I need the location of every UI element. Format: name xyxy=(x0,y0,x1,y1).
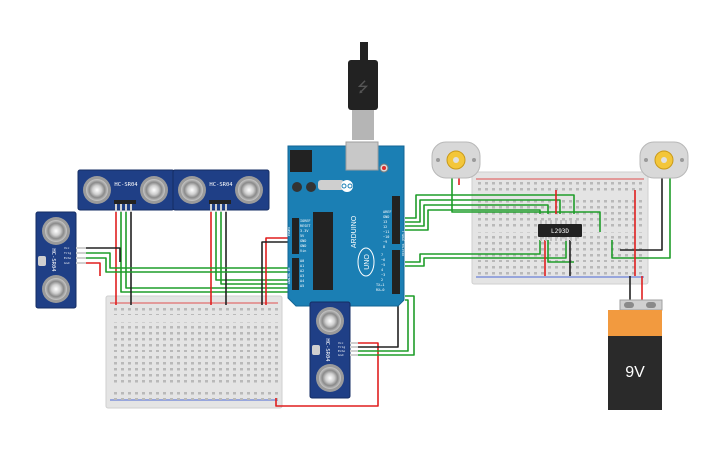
pin-label-vcc: Vcc xyxy=(64,246,70,250)
header-label-gnd: GND xyxy=(383,215,389,219)
header-label-8: 8 xyxy=(383,245,385,249)
motor-shaft-icon xyxy=(661,157,667,163)
header-label-12: 12 xyxy=(383,225,387,229)
pin-label-gnd: Gnd xyxy=(338,353,344,357)
header-label-rx: RX←0 xyxy=(376,288,384,292)
sensor-model-label: HC-SR04 xyxy=(114,182,138,188)
ultrasonic-sensor-3[interactable]: HC-SR04 Vcc Trig Echo Gnd xyxy=(35,211,86,309)
side-label-power: POWER xyxy=(287,227,291,236)
arduino-uno-board[interactable]: UNO ARDUINO AREF GND 13 12 ~11 ~10 ~9 8 … xyxy=(287,141,405,307)
ultrasonic-sensor-1[interactable]: HC-SR04 xyxy=(77,169,175,212)
analog-label-a0: A0 xyxy=(300,259,304,263)
ultrasonic-sensor-4[interactable]: HC-SR04 Vcc Trig Echo Gnd xyxy=(309,301,358,399)
power-label-vin: Vin xyxy=(300,249,306,253)
sensor-model-label: HC-SR04 xyxy=(209,182,233,188)
wires xyxy=(86,178,671,407)
power-label-ioref: IOREF xyxy=(300,219,311,223)
pin-label-gnd: Gnd xyxy=(64,261,70,265)
pin-label-vcc: Vcc xyxy=(338,341,344,345)
motor-shaft-icon xyxy=(453,157,459,163)
side-label-analog: ANALOG IN xyxy=(287,268,291,284)
arduino-brand-text: ARDUINO xyxy=(351,215,358,248)
ultrasonic-sensor-2[interactable]: HC-SR04 xyxy=(172,169,270,212)
dc-motor-right[interactable] xyxy=(639,141,689,179)
power-label-5v: 5V xyxy=(300,234,305,238)
header-label-3: ~3 xyxy=(381,273,385,277)
pin-label-trig: Trig xyxy=(338,345,345,349)
power-label-3v3: 3.3V xyxy=(300,229,309,233)
arduino-logo-icon xyxy=(341,180,353,192)
analog-label-a2: A2 xyxy=(300,269,304,273)
header-label-2: 2 xyxy=(381,278,383,282)
header-label-6: ~6 xyxy=(381,258,385,262)
pin-label-trig: Trig xyxy=(64,251,71,255)
chip-label: L293D xyxy=(551,228,569,235)
power-label-gnd1: GND xyxy=(300,239,306,243)
analog-label-a4: A4 xyxy=(300,279,304,283)
power-label-gnd2: GND xyxy=(300,244,306,248)
power-label-reset: RESET xyxy=(300,224,311,228)
atmega-chip xyxy=(313,212,333,290)
sensor-model-label: HC-SR04 xyxy=(324,338,330,362)
pin-label-echo: Echo xyxy=(64,256,71,260)
analog-label-a3: A3 xyxy=(300,274,304,278)
header-label-10: ~10 xyxy=(383,235,389,239)
header-label-11: ~11 xyxy=(383,230,389,234)
header-label-tx: TX→1 xyxy=(376,283,384,287)
power-jack xyxy=(290,150,312,172)
header-label-7: 7 xyxy=(381,253,383,257)
battery-9v[interactable]: 9V xyxy=(608,299,663,410)
usb-icon: ⭍ xyxy=(357,79,369,95)
usb-cable: ⭍ xyxy=(348,42,378,140)
pin-label-echo: Echo xyxy=(338,349,345,353)
usb-port xyxy=(345,141,379,171)
side-label-digital: DIGITAL (PWM~) xyxy=(401,231,405,256)
battery-label: 9V xyxy=(625,364,645,381)
analog-label-a1: A1 xyxy=(300,264,304,268)
header-label-13: 13 xyxy=(383,220,387,224)
header-label-5: ~5 xyxy=(381,263,385,267)
analog-label-a5: A5 xyxy=(300,284,304,288)
dc-motor-left[interactable] xyxy=(431,141,481,179)
sensor-model-label: HC-SR04 xyxy=(50,248,56,272)
header-label-9: ~9 xyxy=(383,240,387,244)
header-label-4: 4 xyxy=(381,268,383,272)
motor-driver-chip[interactable]: L293D xyxy=(538,220,582,241)
uno-logo-text: UNO xyxy=(364,254,371,270)
breadboard-left xyxy=(105,295,283,409)
header-label-aref: AREF xyxy=(383,210,391,214)
